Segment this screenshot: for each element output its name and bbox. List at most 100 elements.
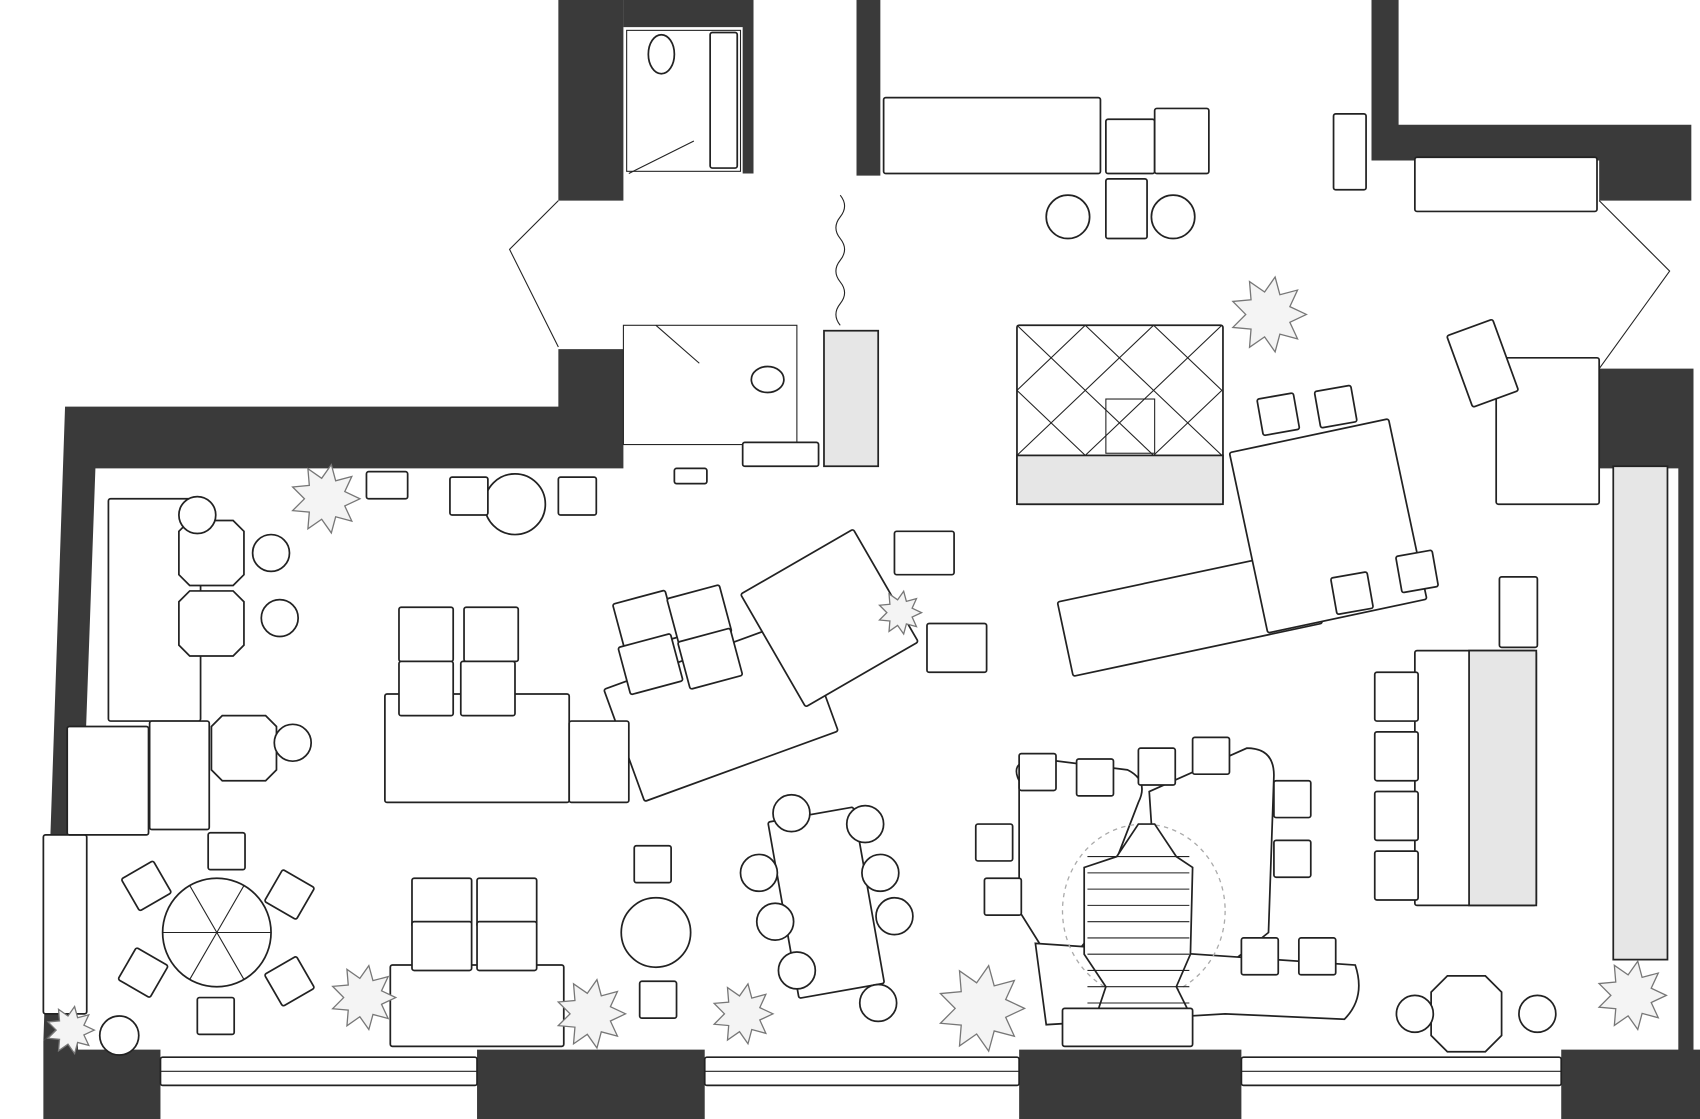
armchair: [476, 920, 538, 972]
table-segment: [189, 885, 218, 933]
plant-icon: [556, 978, 628, 1050]
chair: [633, 844, 672, 884]
stool: [178, 495, 217, 535]
wall-bath-top: [623, 0, 754, 28]
wall-left: [43, 349, 624, 1041]
stool: [772, 793, 811, 833]
wall-angled-right: [1598, 200, 1671, 369]
bar-stool: [1373, 671, 1419, 722]
shelf-cross: [1153, 324, 1223, 391]
chair: [1256, 392, 1301, 437]
plant-icon: [1597, 959, 1668, 1032]
appliance-row: [741, 441, 820, 468]
armchair: [398, 660, 455, 717]
chair: [1297, 937, 1337, 976]
stool: [739, 853, 779, 893]
table-segment: [216, 932, 245, 980]
side-table: [568, 720, 630, 804]
chair: [1313, 384, 1358, 429]
shelf-cross: [1084, 324, 1154, 391]
high-table: [1228, 418, 1428, 634]
side-table: [365, 470, 409, 500]
shelf-unit: [1332, 112, 1367, 191]
sofa-bottom: [389, 964, 565, 1048]
plant-icon: [938, 964, 1027, 1053]
stool: [1518, 994, 1557, 1034]
plant-icon: [291, 463, 362, 535]
chair: [1075, 758, 1115, 797]
bathroom-bottom: [622, 324, 798, 446]
shelf-cross: [1153, 389, 1223, 456]
armchair: [677, 627, 744, 690]
round-stool: [98, 1015, 140, 1056]
door-swing: [628, 140, 695, 174]
plant-icon: [331, 964, 398, 1032]
wall-pillar-top: [856, 0, 881, 176]
round-table-small: [620, 896, 692, 969]
armchair: [411, 877, 473, 928]
bar-stool: [1373, 790, 1419, 842]
armchair: [463, 606, 520, 663]
stool: [875, 896, 914, 936]
plant-icon: [712, 982, 775, 1046]
stool: [260, 598, 300, 638]
wall-bottom-pillar-1: [477, 1049, 705, 1119]
lounge-chair: [926, 622, 988, 674]
chair: [1273, 779, 1312, 819]
wall-top-right: [1371, 0, 1692, 201]
windows: [42, 834, 1563, 1087]
armchair: [459, 660, 516, 717]
side-table: [673, 467, 708, 485]
round-table-small: [483, 472, 547, 536]
sofa-corner: [740, 529, 919, 707]
planter-box: [1061, 1007, 1194, 1048]
chair: [974, 823, 1014, 862]
wall-bottom-pillar-2: [1019, 1049, 1242, 1119]
furniture: [66, 178, 1557, 1056]
wall-right: [1599, 368, 1694, 1119]
stool: [845, 804, 885, 844]
wall-bath-right: [742, 0, 754, 174]
fixtures: [622, 29, 1669, 961]
bench-right: [1612, 465, 1669, 961]
wall-bottom-pillar-3: [1561, 1049, 1700, 1119]
wall-angled-left: [508, 200, 559, 348]
kitchen-cabinet: [1153, 107, 1210, 175]
wall-bath-left: [558, 0, 624, 201]
chair: [1018, 752, 1057, 792]
chair-round: [1150, 194, 1196, 240]
chair: [557, 476, 598, 516]
shelf-cross: [1084, 389, 1154, 456]
chair-round: [1045, 194, 1091, 240]
chair: [264, 869, 315, 920]
shelf-cross: [1016, 324, 1086, 391]
shelf-base: [1016, 454, 1224, 506]
toilet-icon: [750, 365, 785, 394]
kitchen-counter: [882, 96, 1102, 175]
stool: [858, 983, 898, 1023]
armchair: [398, 606, 455, 663]
chair: [264, 956, 315, 1007]
armchair: [411, 920, 473, 972]
storage-panel: [823, 329, 880, 468]
side-counter: [66, 725, 150, 836]
chair: [449, 476, 489, 516]
chair: [1273, 839, 1312, 879]
small-cabinet: [1498, 575, 1539, 649]
shelf-dark-cell: [1105, 398, 1156, 454]
cafe-table: [178, 590, 245, 657]
chair: [207, 831, 246, 871]
window-left: [42, 834, 88, 1015]
armchair: [617, 633, 684, 696]
plant-icon: [878, 589, 924, 636]
kitchen-appliance: [1105, 118, 1156, 175]
chair: [1330, 571, 1374, 615]
shelf-cross: [1016, 389, 1086, 456]
cafe-table: [1430, 975, 1503, 1053]
bar-stool: [1373, 850, 1419, 901]
chair: [121, 860, 172, 912]
plant-icon: [1231, 275, 1308, 354]
plant-icon: [46, 1005, 96, 1056]
lounge-chair: [893, 530, 955, 576]
